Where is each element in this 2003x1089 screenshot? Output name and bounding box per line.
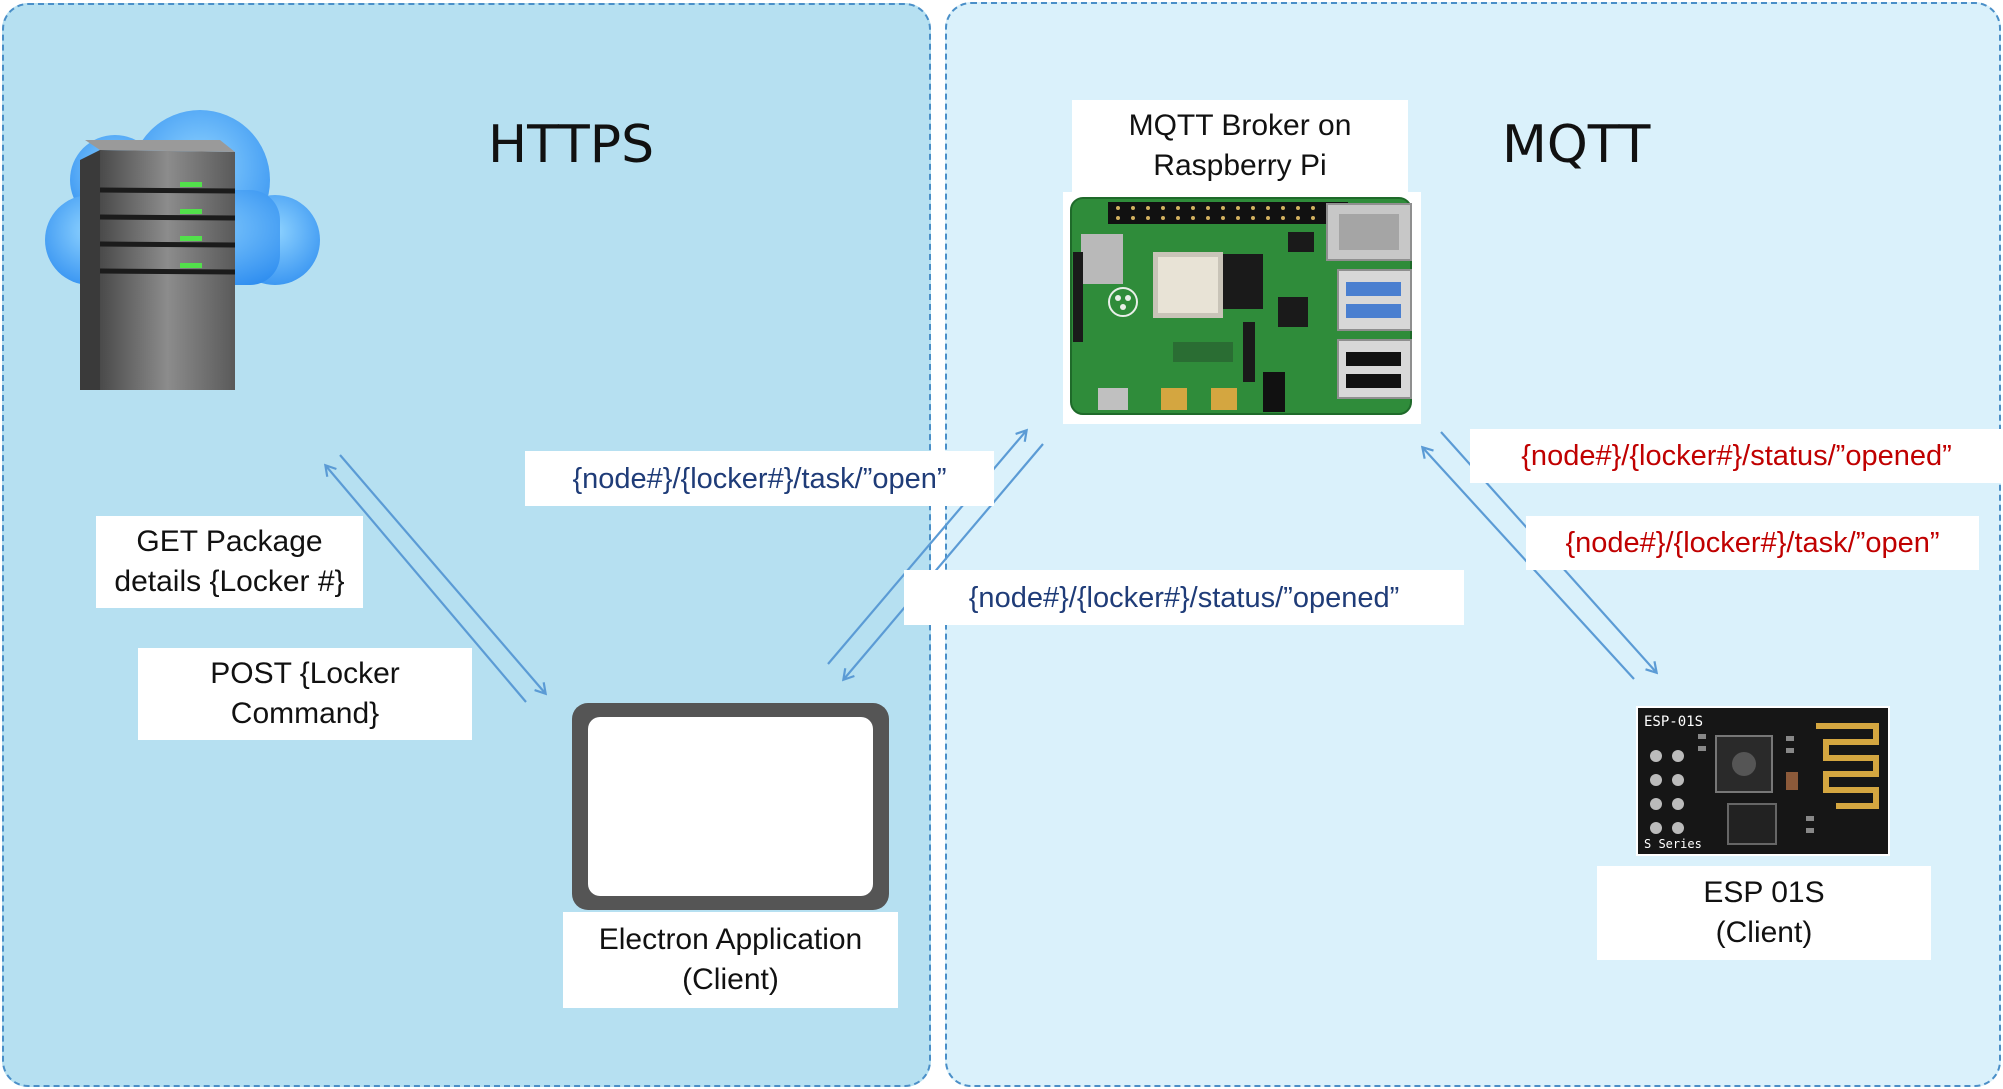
electron-client-device-icon <box>572 703 889 910</box>
svg-text:S Series: S Series <box>1644 837 1702 851</box>
topic-esp-to-broker: {node#}/{locker#}/status/”opened” <box>1470 429 2003 483</box>
cloud-server-icon <box>45 110 320 390</box>
https-section-title: HTTPS <box>488 115 655 175</box>
mqtt-section-title: MQTT <box>1502 115 1651 175</box>
topic-broker-to-app: {node#}/{locker#}/status/”opened” <box>904 570 1464 625</box>
arrow-app-to-server <box>326 466 527 703</box>
svg-text:ESP-01S: ESP-01S <box>1644 714 1703 730</box>
topic-app-to-broker: {node#}/{locker#}/task/”open” <box>525 451 994 506</box>
arrow-broker-to-app <box>844 443 1044 679</box>
electron-client-label: Electron Application(Client) <box>563 912 898 1008</box>
esp-client-label: ESP 01S(Client) <box>1597 866 1931 960</box>
raspberry-pi-board-icon <box>1063 192 1421 424</box>
arrow-server-to-app <box>339 454 545 693</box>
topic-broker-to-esp: {node#}/{locker#}/task/”open” <box>1526 516 1979 570</box>
esp-01s-board-icon: ESP-01S S Series <box>1636 706 1890 856</box>
